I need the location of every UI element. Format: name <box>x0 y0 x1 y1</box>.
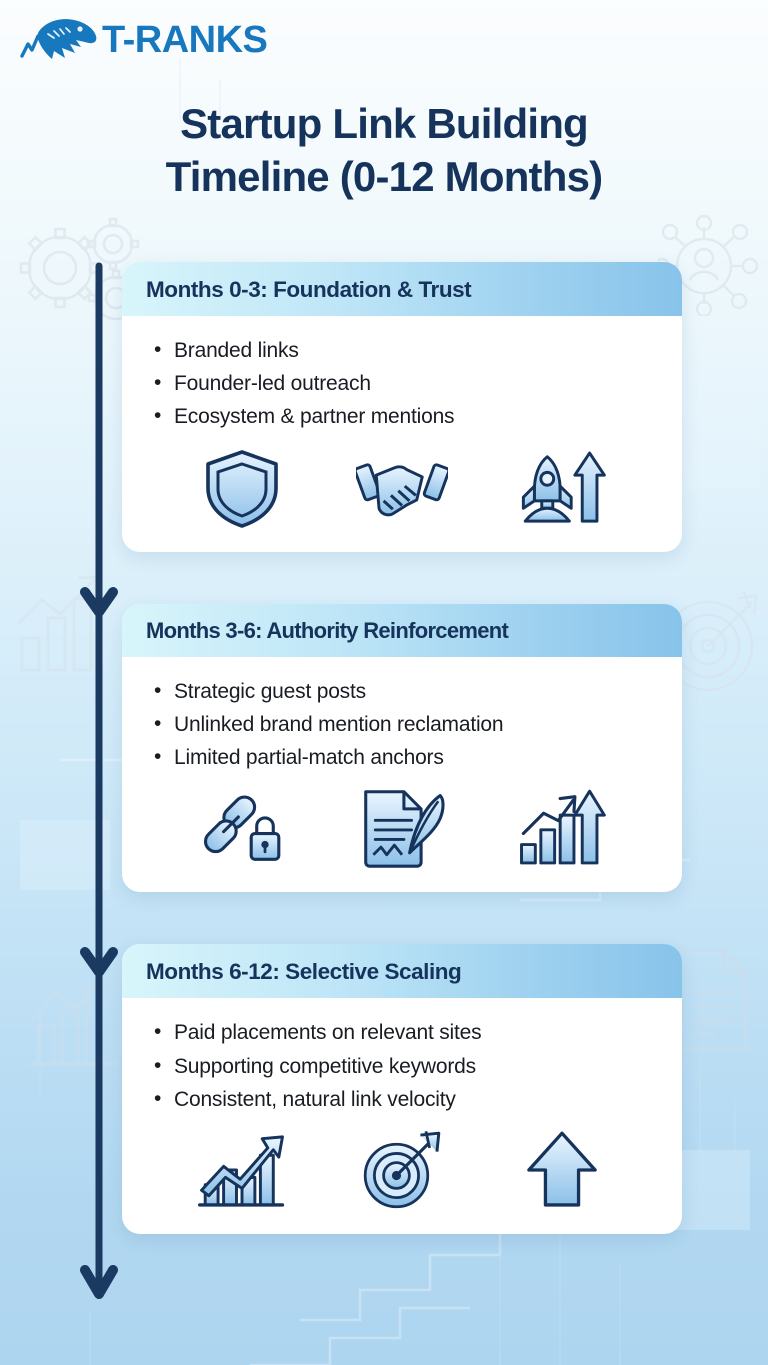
shield-icon <box>196 446 288 530</box>
timeline-card-authority-reinforcement[interactable]: Months 3-6: Authority Reinforcement Stra… <box>122 603 682 893</box>
list-item: Supporting competitive keywords <box>152 1049 658 1083</box>
list-item: Paid placements on relevant sites <box>152 1015 658 1049</box>
card-header: Months 3-6: Authority Reinforcement <box>122 603 682 657</box>
card-title: Months 0-3: Foundation & Trust <box>146 277 472 302</box>
list-item: Ecosystem & partner mentions <box>152 399 658 433</box>
document-quill-icon <box>356 786 448 870</box>
page-title-line1: Startup Link Building <box>180 100 589 147</box>
card-header: Months 6-12: Selective Scaling <box>122 944 682 999</box>
brand-name: T-RANKS <box>102 19 268 61</box>
timeline-arrow-3 <box>80 1265 118 1299</box>
page-title: Startup Link Building Timeline (0-12 Mon… <box>0 98 768 204</box>
link-lock-icon <box>196 786 288 870</box>
list-item: Founder-led outreach <box>152 366 658 400</box>
list-item: Unlinked brand mention reclamation <box>152 707 658 741</box>
card-icon-row <box>122 1122 682 1234</box>
card-icon-row <box>122 780 682 892</box>
growth-chart-arrow-icon <box>196 1128 288 1212</box>
card-title: Months 3-6: Authority Reinforcement <box>146 617 509 643</box>
card-header: Months 0-3: Foundation & Trust <box>122 262 682 316</box>
timeline-arrow-2 <box>80 947 118 977</box>
list-item: Limited partial-match anchors <box>152 740 658 774</box>
target-dart-icon <box>356 1128 448 1212</box>
card-bullet-list: Paid placements on relevant sites Suppor… <box>152 1015 658 1116</box>
card-icon-row <box>122 440 682 552</box>
card-body: Paid placements on relevant sites Suppor… <box>122 998 682 1122</box>
timeline-card-foundation-trust[interactable]: Months 0-3: Foundation & Trust Branded l… <box>122 262 682 552</box>
timeline-card-selective-scaling[interactable]: Months 6-12: Selective Scaling Paid plac… <box>122 944 682 1234</box>
brand-logo[interactable]: T-RANKS <box>18 14 268 66</box>
timeline-cards: Months 0-3: Foundation & Trust Branded l… <box>122 262 682 1286</box>
card-bullet-list: Strategic guest posts Unlinked brand men… <box>152 674 658 775</box>
bar-chart-up-arrow-icon <box>516 786 608 870</box>
card-bullet-list: Branded links Founder-led outreach Ecosy… <box>152 333 658 434</box>
list-item: Consistent, natural link velocity <box>152 1082 658 1116</box>
timeline-axis <box>79 262 119 1302</box>
list-item: Branded links <box>152 333 658 367</box>
card-body: Branded links Founder-led outreach Ecosy… <box>122 316 682 440</box>
card-body: Strategic guest posts Unlinked brand men… <box>122 657 682 781</box>
document-icon <box>668 944 764 1056</box>
trex-head-with-growth-line-icon <box>18 14 106 66</box>
rocket-up-arrow-icon <box>516 446 608 530</box>
card-title: Months 6-12: Selective Scaling <box>146 959 462 985</box>
up-arrow-icon <box>516 1128 608 1212</box>
handshake-icon <box>356 446 448 530</box>
page-title-line2: Timeline (0-12 Months) <box>165 152 604 200</box>
list-item: Strategic guest posts <box>152 674 658 708</box>
